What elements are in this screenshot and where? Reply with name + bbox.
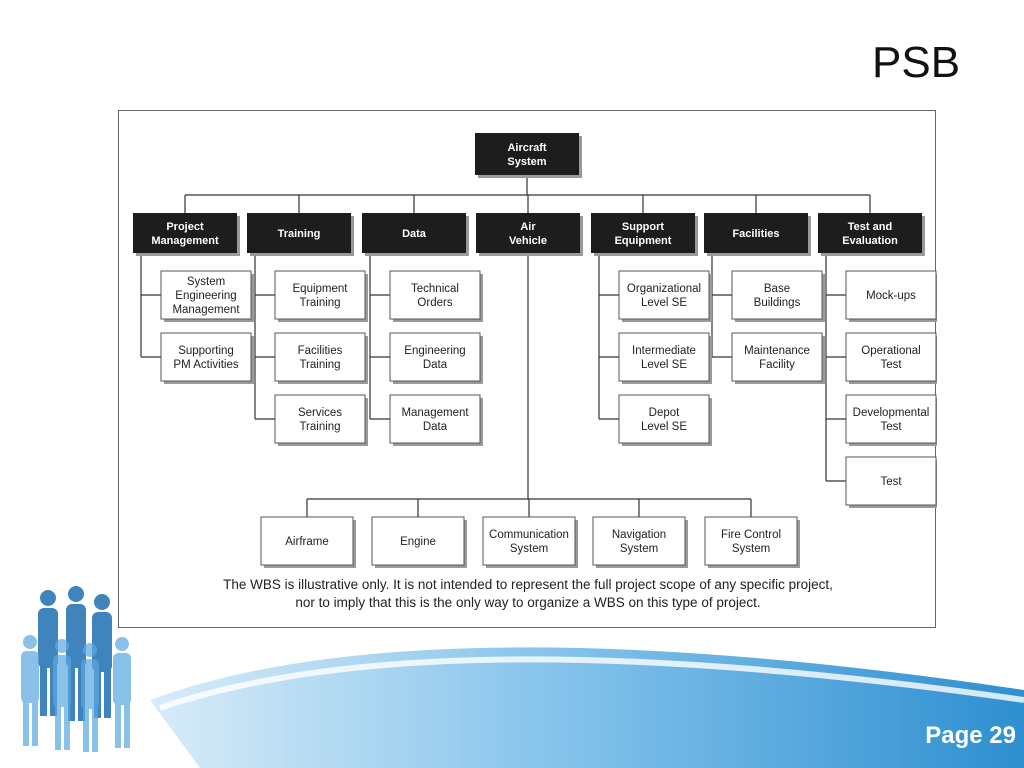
wbs-air-vehicle-child-box-label: Engine: [400, 536, 436, 548]
wbs-air-vehicle-child-box: Airframe: [260, 516, 356, 568]
wbs-level1-box-label: Facilities: [732, 228, 779, 240]
wbs-air-vehicle-child-box: Engine: [371, 516, 467, 568]
wbs-air-vehicle-child-box-label: Airframe: [285, 536, 328, 548]
wbs-child-box-label: Mock-ups: [866, 290, 916, 302]
wbs-level1-box-label: Training: [278, 228, 321, 240]
wbs-level1-box: Data: [362, 213, 469, 256]
business-people-silhouette-icon: [21, 586, 131, 752]
wbs-child-box: Test: [845, 456, 937, 508]
wbs-disclaimer-note: The WBS is illustrative only. It is not …: [223, 577, 833, 592]
slide-title: PSB: [872, 38, 961, 87]
wbs-disclaimer-note: nor to imply that this is the only way t…: [295, 595, 760, 610]
page-number: Page 29: [925, 722, 1016, 749]
wbs-child-box: Mock-ups: [845, 270, 937, 322]
wbs-level1-box-label: Data: [402, 228, 427, 240]
wbs-level1-box: Facilities: [704, 213, 811, 256]
wbs-child-box-label: Test: [880, 476, 902, 488]
wbs-level1-box: Training: [247, 213, 354, 256]
